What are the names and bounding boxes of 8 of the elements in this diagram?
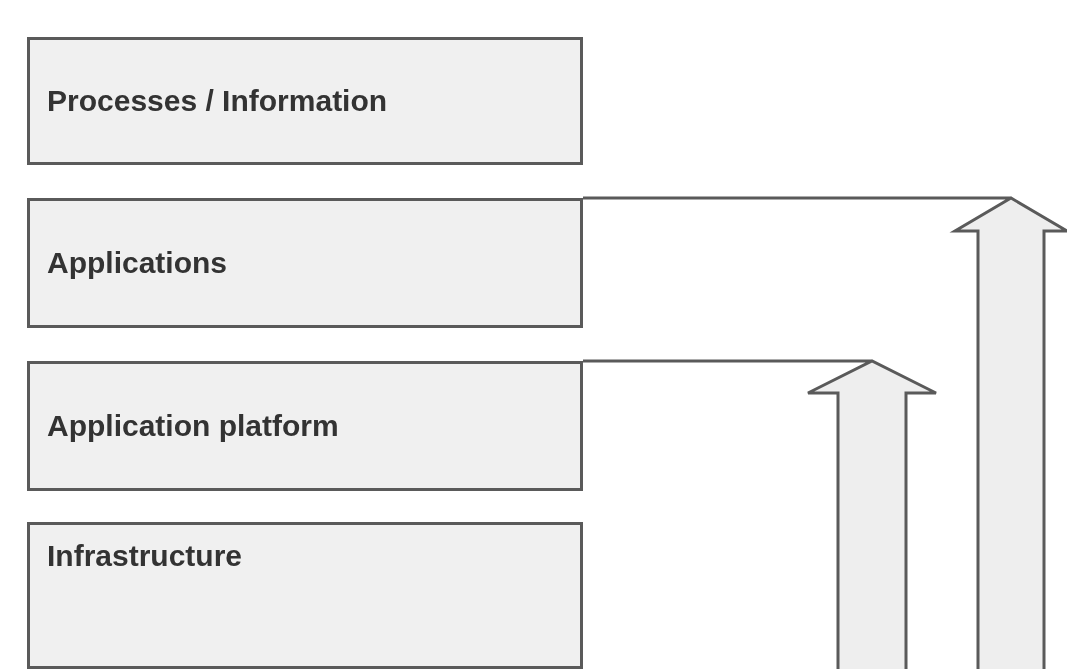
layer-label: Applications [47,246,227,280]
layer-label: Processes / Information [47,84,388,118]
layer-box [27,361,583,491]
layer-label: Application platform [47,409,339,443]
layer-box [27,522,583,669]
layer-box [27,37,583,165]
layer-box [27,198,583,328]
layer-label: Infrastructure [47,539,243,573]
